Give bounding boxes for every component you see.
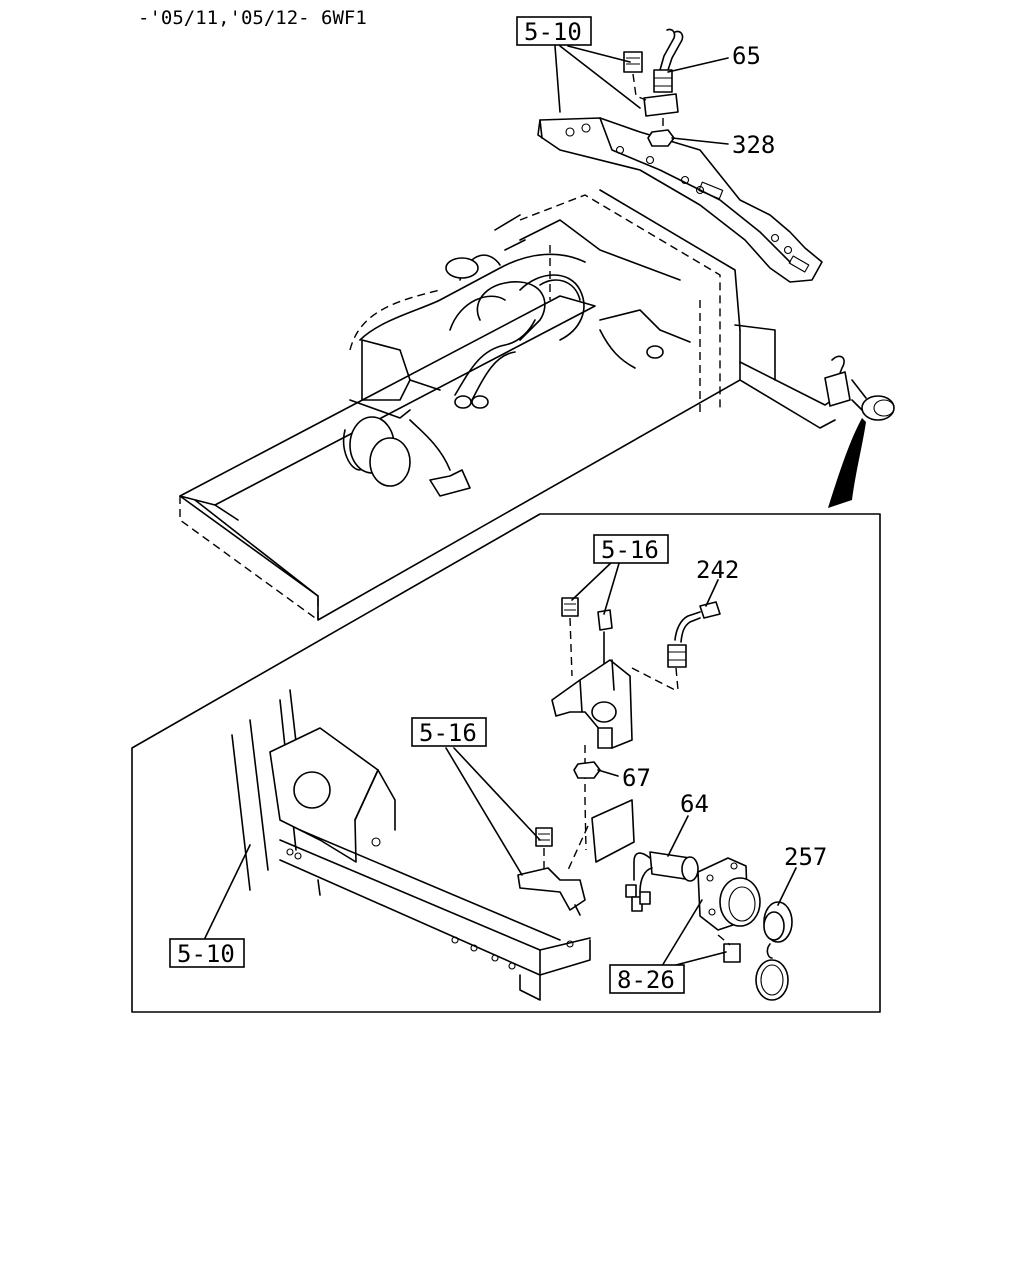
trailer-socket-mount-overview (824, 355, 895, 421)
applicability-header: -'05/11,'05/12- 6WF1 (138, 7, 367, 29)
socket-cap-257 (755, 901, 793, 1001)
mounting-plate (591, 799, 635, 863)
leader-64 (667, 815, 689, 857)
ref-box-lower-bracket (411, 717, 487, 747)
leader-upper-bracket-ref (571, 559, 621, 615)
leader-257 (777, 867, 797, 906)
ref-upper-bracket-text: 5-16 (601, 536, 659, 564)
ref-socket-text: 8-26 (617, 966, 675, 994)
sensor-242 (631, 601, 721, 691)
leader-328 (671, 137, 729, 145)
ref-box-socket (609, 964, 685, 994)
sensor-65-assembly (623, 28, 684, 147)
upper-bracket (551, 597, 633, 851)
crossmember-assembly (537, 117, 823, 283)
part-label-64: 64 (680, 790, 709, 818)
detail-pointer-arrow (828, 418, 866, 508)
leader-67 (597, 769, 619, 777)
part-label-328: 328 (732, 131, 775, 159)
detail-view-border (131, 513, 881, 1013)
ref-box-frame (169, 938, 245, 968)
leader-242 (705, 579, 719, 607)
leader-frame-ref (204, 844, 251, 939)
leader-lower-bracket-ref (445, 747, 541, 876)
leader-65 (667, 57, 729, 73)
chassis-frame (179, 189, 841, 622)
ref-box-upper-bracket (593, 534, 669, 564)
part-label-242: 242 (696, 556, 739, 584)
leader-socket-ref (661, 899, 727, 967)
lower-bracket (517, 827, 586, 916)
detail-frame-rail (231, 689, 591, 1001)
ref-box-top (516, 16, 592, 46)
trailer-socket (697, 857, 761, 963)
plate-dashline (567, 825, 589, 871)
ref-lower-bracket-text: 5-16 (419, 719, 477, 747)
part-label-257: 257 (784, 843, 827, 871)
switch-64 (625, 851, 699, 912)
leader-top-ref (554, 45, 641, 113)
ref-frame-text: 5-10 (177, 940, 235, 968)
part-label-65: 65 (732, 42, 761, 70)
ref-top-text: 5-10 (524, 18, 582, 46)
part-label-67: 67 (622, 764, 651, 792)
